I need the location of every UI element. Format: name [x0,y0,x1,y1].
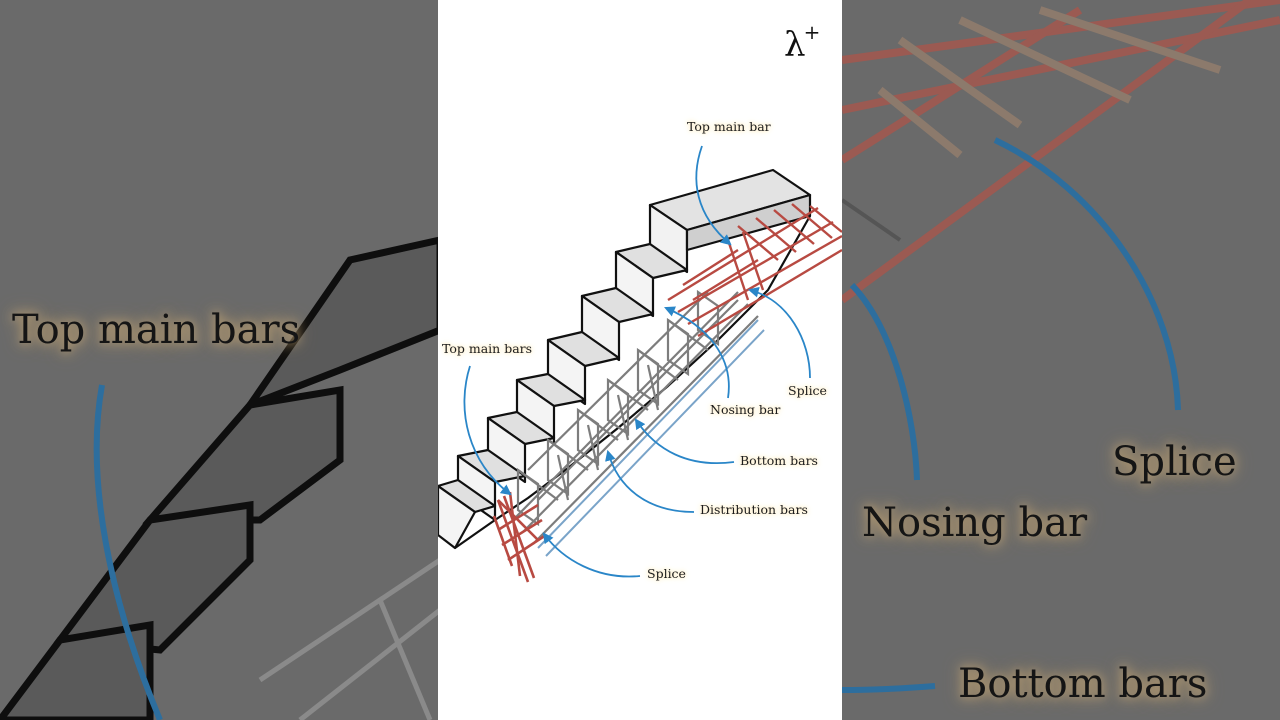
background-label-top-main-bars: Top main bars [12,307,301,353]
background-label-nosing-bar: Nosing bar [862,500,1088,546]
arrow-splice-right [747,286,811,379]
label-top-main-bar: Top main bar [687,119,771,134]
label-splice-right: Splice [788,383,827,398]
brand-logo: λ+ [784,20,821,65]
rebar-red-lower [492,491,547,583]
staircase-reinforcement-diagram [438,145,842,583]
background-arrow-left [93,384,163,720]
background-arrow-splice [993,137,1181,411]
arrow-top-main-bar [695,145,732,246]
label-bottom-bars: Bottom bars [740,453,818,468]
arrow-splice-bottom [542,532,641,578]
background-arrow-bottom [841,683,936,693]
background-label-splice: Splice [1112,439,1237,485]
background-rebar-left [258,557,442,720]
background-arrow-nosing [849,282,920,481]
label-nosing-bar: Nosing bar [710,402,781,417]
arrow-nosing-bar [664,306,730,399]
label-top-main-bars: Top main bars [442,341,533,356]
background-label-bottom-bars: Bottom bars [958,661,1208,707]
label-splice-bottom: Splice [647,566,686,581]
arrow-top-main-bars [463,365,512,496]
diagram-panel: λ+ Top main bar Top main bars Splice Nos… [438,0,842,720]
arrow-distribution-bars [605,449,695,513]
arrow-bottom-bars [634,418,735,464]
concrete-steps [438,168,812,550]
annotation-arrows [463,145,811,578]
label-distribution-bars: Distribution bars [700,502,808,517]
rebar-red-upper [667,203,842,338]
background-rebar-right [839,0,1280,304]
